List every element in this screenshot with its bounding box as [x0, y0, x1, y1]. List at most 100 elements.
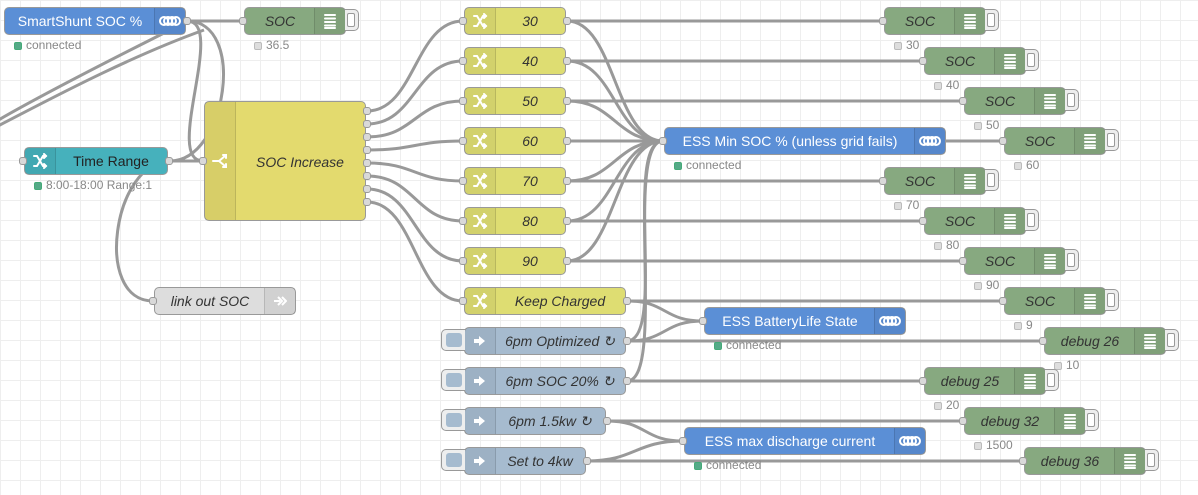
debug-toggle[interactable] — [1165, 329, 1179, 351]
wire[interactable] — [366, 174, 464, 223]
input-port[interactable] — [919, 57, 927, 65]
debug-toggle[interactable] — [985, 9, 999, 31]
output-port[interactable] — [623, 337, 631, 345]
input-port[interactable] — [1019, 457, 1027, 465]
node-timerange[interactable]: Time Range — [24, 147, 168, 175]
node-dbg26[interactable]: debug 26 — [1044, 327, 1166, 355]
input-port[interactable] — [459, 57, 467, 65]
output-port[interactable] — [563, 177, 571, 185]
wire[interactable] — [606, 419, 684, 443]
output-port[interactable] — [183, 17, 191, 25]
inject-button[interactable] — [441, 329, 465, 351]
input-port[interactable] — [959, 257, 967, 265]
output-port[interactable] — [363, 133, 371, 141]
output-port[interactable] — [583, 457, 591, 465]
input-port[interactable] — [459, 257, 467, 265]
input-port[interactable] — [1039, 337, 1047, 345]
wire-offscreen[interactable] — [0, 28, 205, 130]
debug-toggle[interactable] — [1145, 449, 1159, 471]
input-port[interactable] — [199, 157, 207, 165]
node-dbg25[interactable]: debug 25 — [924, 367, 1046, 395]
node-soc-top[interactable]: SOC — [244, 7, 346, 35]
wire[interactable] — [586, 439, 684, 463]
input-port[interactable] — [459, 137, 467, 145]
wire[interactable] — [366, 200, 464, 303]
debug-toggle[interactable] — [1105, 129, 1119, 151]
node-inj4[interactable]: Set to 4kw — [464, 447, 586, 475]
input-port[interactable] — [659, 137, 667, 145]
inject-button[interactable] — [441, 449, 465, 471]
output-port[interactable] — [623, 377, 631, 385]
node-dbg36[interactable]: debug 36 — [1024, 447, 1146, 475]
wire[interactable] — [366, 59, 464, 126]
output-port[interactable] — [563, 97, 571, 105]
node-d50[interactable]: SOC — [964, 87, 1066, 115]
node-inj3[interactable]: 6pm 1.5kw ↻ — [464, 407, 606, 435]
output-port[interactable] — [603, 417, 611, 425]
node-c70[interactable]: 70 — [464, 167, 566, 195]
wire[interactable] — [566, 19, 664, 143]
debug-toggle[interactable] — [1085, 409, 1099, 431]
node-c90[interactable]: 90 — [464, 247, 566, 275]
input-port[interactable] — [459, 17, 467, 25]
node-c40[interactable]: 40 — [464, 47, 566, 75]
node-ckc[interactable]: Keep Charged — [464, 287, 626, 315]
node-c80[interactable]: 80 — [464, 207, 566, 235]
debug-toggle[interactable] — [1065, 89, 1079, 111]
output-port[interactable] — [563, 57, 571, 65]
node-socinc[interactable]: SOC Increase — [204, 101, 366, 221]
input-port[interactable] — [679, 437, 687, 445]
debug-toggle[interactable] — [1025, 209, 1039, 231]
node-inj2[interactable]: 6pm SOC 20% ↻ — [464, 367, 626, 395]
debug-toggle[interactable] — [1025, 49, 1039, 71]
output-port[interactable] — [563, 17, 571, 25]
wire[interactable] — [186, 19, 204, 163]
node-d60[interactable]: SOC — [1004, 127, 1106, 155]
output-port[interactable] — [563, 137, 571, 145]
debug-toggle[interactable] — [345, 9, 359, 31]
node-essmin[interactable]: ESS Min SOC % (unless grid fails) — [664, 127, 946, 155]
wire[interactable] — [366, 139, 464, 152]
wire[interactable] — [366, 161, 464, 183]
input-port[interactable] — [149, 297, 157, 305]
input-port[interactable] — [459, 217, 467, 225]
node-d90[interactable]: SOC — [964, 247, 1066, 275]
debug-toggle[interactable] — [1045, 369, 1059, 391]
input-port[interactable] — [699, 317, 707, 325]
input-port[interactable] — [459, 97, 467, 105]
output-port[interactable] — [563, 257, 571, 265]
output-port[interactable] — [563, 217, 571, 225]
input-port[interactable] — [239, 17, 247, 25]
node-c30[interactable]: 30 — [464, 7, 566, 35]
node-d40[interactable]: SOC — [924, 47, 1026, 75]
node-linkout[interactable]: link out SOC — [154, 287, 296, 315]
node-c50[interactable]: 50 — [464, 87, 566, 115]
output-port[interactable] — [363, 198, 371, 206]
input-port[interactable] — [459, 177, 467, 185]
output-port[interactable] — [363, 120, 371, 128]
wire[interactable] — [626, 299, 704, 323]
node-essmax[interactable]: ESS max discharge current — [684, 427, 926, 455]
output-port[interactable] — [363, 159, 371, 167]
input-port[interactable] — [999, 137, 1007, 145]
debug-toggle[interactable] — [1105, 289, 1119, 311]
inject-button[interactable] — [441, 409, 465, 431]
output-port[interactable] — [363, 185, 371, 193]
debug-toggle[interactable] — [1065, 249, 1079, 271]
input-port[interactable] — [919, 217, 927, 225]
node-inj1[interactable]: 6pm Optimized ↻ — [464, 327, 626, 355]
inject-button[interactable] — [441, 369, 465, 391]
node-d80[interactable]: SOC — [924, 207, 1026, 235]
wire[interactable] — [366, 187, 464, 263]
debug-toggle[interactable] — [985, 169, 999, 191]
wire[interactable] — [366, 19, 464, 113]
input-port[interactable] — [19, 157, 27, 165]
node-d70[interactable]: SOC — [884, 167, 986, 195]
output-port[interactable] — [165, 157, 173, 165]
node-dbg32[interactable]: debug 32 — [964, 407, 1086, 435]
node-c60[interactable]: 60 — [464, 127, 566, 155]
input-port[interactable] — [459, 297, 467, 305]
output-port[interactable] — [363, 172, 371, 180]
wire[interactable] — [566, 99, 664, 143]
input-port[interactable] — [919, 377, 927, 385]
